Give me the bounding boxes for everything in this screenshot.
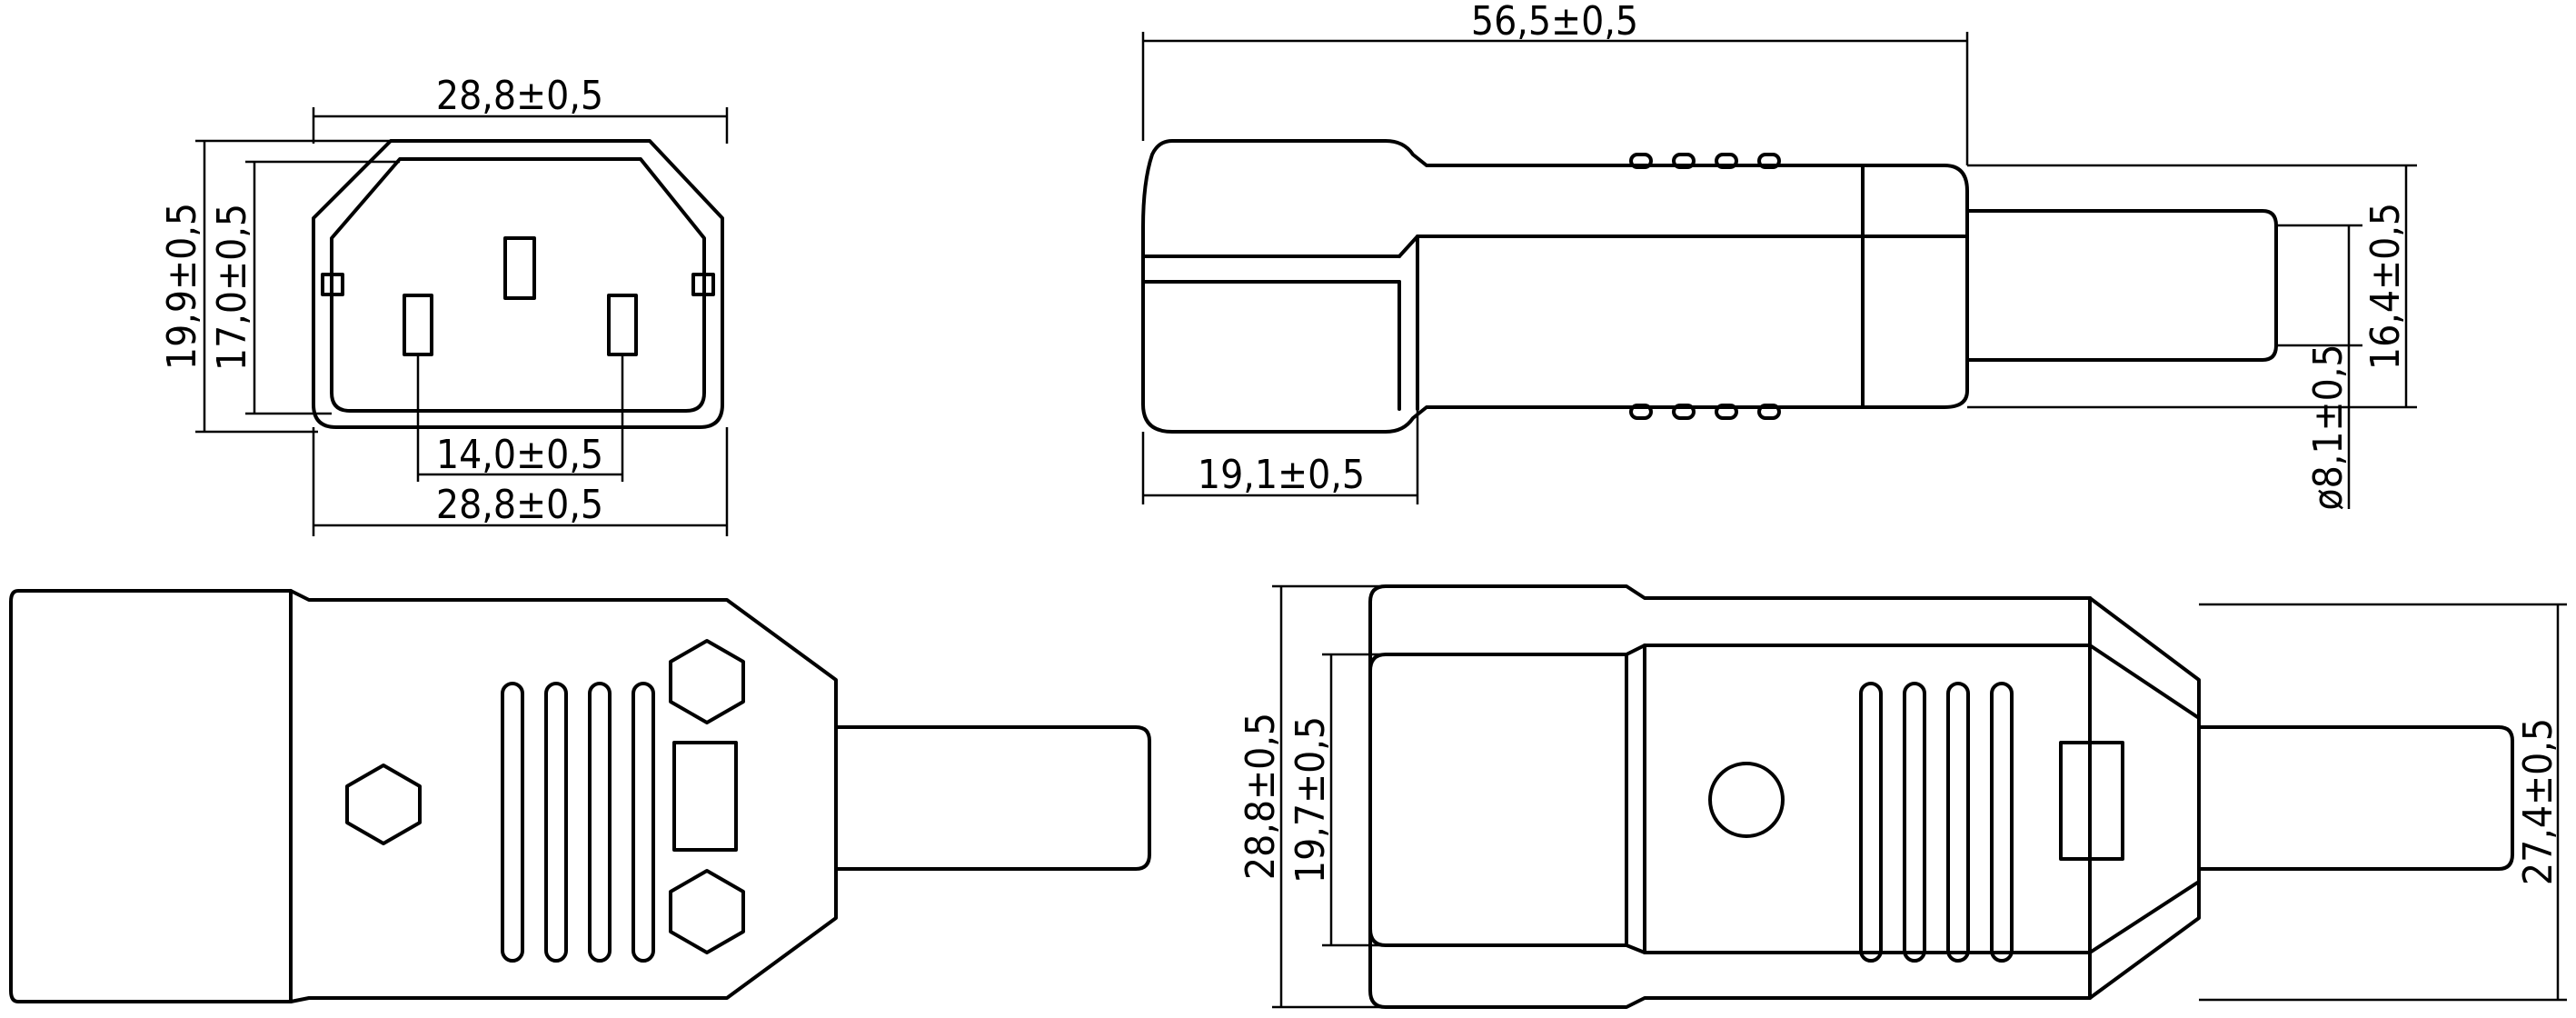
top-view bbox=[9, 589, 1151, 1003]
side-grip-bumps-top bbox=[1629, 153, 1781, 169]
front-outer-outline bbox=[312, 139, 724, 429]
top-body-outline bbox=[289, 589, 838, 1003]
front-retaining-notch-right bbox=[691, 273, 715, 296]
bottom-rect-window bbox=[2059, 741, 2124, 861]
top-hex-nut-upper-icon bbox=[669, 639, 745, 724]
front-earth-contact bbox=[503, 236, 536, 300]
grip-slot bbox=[632, 682, 655, 963]
grip-slot bbox=[544, 682, 568, 963]
label-side-cable-diameter: ø8,1±0,5 bbox=[2305, 344, 2352, 510]
top-grip-slots bbox=[501, 682, 655, 963]
grip-bump bbox=[1757, 404, 1781, 420]
front-inner-cavity bbox=[330, 157, 706, 413]
grip-bump bbox=[1715, 153, 1738, 169]
grip-bump bbox=[1715, 404, 1738, 420]
side-cable bbox=[1965, 209, 2278, 362]
grip-bump bbox=[1672, 404, 1696, 420]
label-bottom-overall-height: 28,8±0,5 bbox=[1238, 713, 1284, 880]
grip-bump bbox=[1629, 153, 1653, 169]
label-front-outer-height: 19,9±0,5 bbox=[159, 203, 205, 370]
label-side-strain-relief: 16,4±0,5 bbox=[2362, 203, 2409, 370]
label-front-width-bottom: 28,8±0,5 bbox=[436, 482, 603, 528]
bottom-round-screw-icon bbox=[1708, 762, 1785, 838]
label-side-head-length: 19,1±0,5 bbox=[1198, 452, 1365, 498]
front-retaining-notch-left bbox=[321, 273, 344, 296]
front-contact-left bbox=[403, 294, 433, 356]
top-rect-window bbox=[672, 741, 738, 852]
bottom-grip-slots bbox=[1859, 682, 2014, 963]
bottom-outer-outline bbox=[1368, 584, 2201, 1009]
bottom-taper-inner-bottom bbox=[2088, 880, 2201, 954]
bottom-head-recess bbox=[1368, 644, 1646, 954]
side-grip-bumps-bottom bbox=[1629, 404, 1781, 420]
top-hex-screw-icon bbox=[345, 764, 422, 845]
label-bottom-body-height: 27,4±0,5 bbox=[2515, 718, 2561, 885]
top-cable bbox=[834, 725, 1151, 871]
bottom-taper-inner-top bbox=[2088, 644, 2201, 720]
grip-bump bbox=[1629, 404, 1653, 420]
grip-bump bbox=[1672, 153, 1696, 169]
grip-bump bbox=[1757, 153, 1781, 169]
side-body-step-top bbox=[1397, 235, 1969, 258]
front-view: 28,8±0,5 19,9±0,5 17,0±0,5 14,0±0,5 28,8… bbox=[159, 73, 729, 536]
side-head-outline bbox=[1141, 139, 1969, 434]
grip-slot bbox=[1859, 682, 1883, 963]
label-bottom-head-height: 19,7±0,5 bbox=[1288, 716, 1334, 883]
label-front-width-top: 28,8±0,5 bbox=[436, 73, 603, 119]
label-side-length: 56,5±0,5 bbox=[1471, 0, 1638, 45]
bottom-view: 28,8±0,5 19,7±0,5 27,4±0,5 bbox=[1238, 584, 2567, 1009]
grip-slot bbox=[588, 682, 612, 963]
side-view: 56,5±0,5 19,1±0,5 16,4±0,5 ø8,1±0,5 bbox=[1141, 0, 2417, 511]
label-front-inner-height: 17,0±0,5 bbox=[209, 204, 255, 371]
label-front-pin-spacing: 14,0±0,5 bbox=[436, 432, 603, 478]
top-head-outline bbox=[9, 589, 293, 1003]
grip-slot bbox=[501, 682, 524, 963]
front-contact-right bbox=[607, 294, 638, 356]
grip-slot bbox=[1990, 682, 2014, 963]
grip-slot bbox=[1946, 682, 1970, 963]
grip-slot bbox=[1903, 682, 1926, 963]
top-hex-nut-lower-icon bbox=[669, 869, 745, 954]
bottom-cable bbox=[2197, 725, 2514, 871]
